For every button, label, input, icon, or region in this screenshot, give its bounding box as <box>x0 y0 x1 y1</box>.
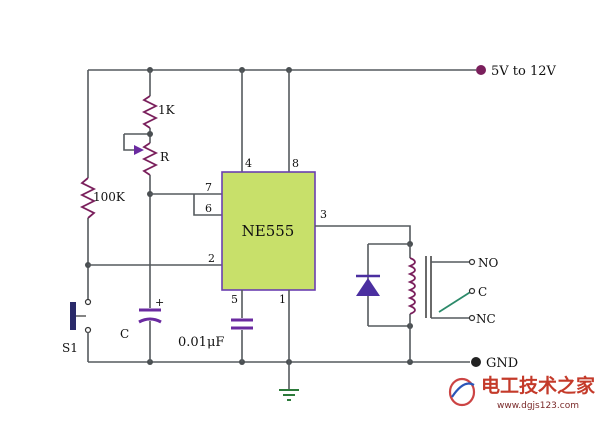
ground-icon <box>279 389 299 401</box>
supply-label: 5V to 12V <box>491 64 557 79</box>
pot-wiper-arrow <box>134 145 144 155</box>
pushbutton-switch-s1 <box>70 298 92 334</box>
ground-label: GND <box>486 356 518 371</box>
capacitor-c-label: C <box>120 327 129 341</box>
flyback-diode <box>356 274 380 296</box>
relay-switch-arm <box>438 290 473 313</box>
pin-label-2: 2 <box>208 252 215 265</box>
pot-wiper-wire <box>123 134 138 151</box>
relay-no-label: NO <box>478 256 499 270</box>
supply-terminal <box>476 65 486 75</box>
resistor-1k-label: 1K <box>158 103 176 117</box>
watermark-url: www.dgjs123.com <box>497 401 579 411</box>
ne555-chip <box>221 171 316 291</box>
switch-label: S1 <box>62 341 78 355</box>
pin-label-6: 6 <box>205 202 212 215</box>
watermark-logo: 电工技术之家 www.dgjs123.com <box>448 374 596 411</box>
potentiometer-label: R <box>160 150 170 164</box>
capacitor-c <box>138 308 162 324</box>
resistor-100k-label: 100K <box>93 190 126 204</box>
pin-label-3: 3 <box>320 208 327 221</box>
relay-coil <box>407 257 416 315</box>
resistor-1k <box>141 95 159 129</box>
junction-dot <box>147 131 153 137</box>
capacitor-polarity: + <box>155 296 164 309</box>
relay-nc-label: NC <box>476 312 496 326</box>
relay-terminal-nc <box>468 314 476 322</box>
potentiometer-r <box>141 142 159 176</box>
relay-terminal-c <box>468 287 476 295</box>
ground-terminal <box>471 357 481 367</box>
watermark-text: 电工技术之家 <box>481 374 596 397</box>
wire-pin3 <box>315 225 411 244</box>
relay-c-label: C <box>478 285 487 299</box>
pin-label-4: 4 <box>245 157 252 170</box>
relay-terminal-no <box>468 258 476 266</box>
capacitor-0.01uf-label: 0.01μF <box>178 335 224 350</box>
pin-label-5: 5 <box>231 293 238 306</box>
ic-name: NE555 <box>242 222 295 240</box>
wire-pin6-pin7 <box>193 194 222 216</box>
pin-label-8: 8 <box>292 157 299 170</box>
pin-label-1: 1 <box>279 293 286 306</box>
resistor-100k <box>79 177 97 219</box>
pin-label-7: 7 <box>205 181 212 194</box>
capacitor-0.01uf <box>231 318 253 330</box>
